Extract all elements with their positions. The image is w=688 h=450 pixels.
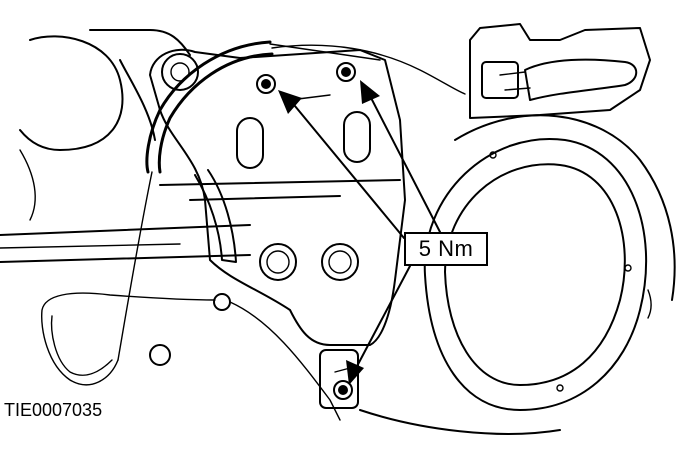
lower-left-boss [149,344,171,366]
cable-conduit-inner [157,52,274,174]
door-right-edge [454,114,676,301]
door-lower-sweep [359,409,561,435]
fastener-lower-core [338,385,348,395]
door-right-edge-lower [647,289,652,319]
round-hole-right-inner [328,250,352,274]
upper-left-boss [161,53,199,91]
bracket-rib-upper [159,179,401,186]
speaker-opening-inner [444,163,626,386]
left-crossbar-mid [0,243,181,249]
door-panel-outline [19,35,124,151]
cable-clip [213,293,231,311]
leader-line-upper-left [289,99,405,239]
fastener-upper-right-core [341,67,351,77]
mount-hole-right [624,264,632,272]
leader-line-upper-right [367,91,441,233]
handle-cable-clip [481,61,519,99]
fastener-upper-left-core [261,79,271,89]
arrowhead-upper-left [278,90,302,114]
left-edge-hook [19,149,36,221]
cable-wire-upper [269,43,381,61]
cable-wire-to-handle [271,44,466,95]
figure-reference-code: TIE0007035 [4,400,103,420]
slot-left [236,117,264,169]
mount-hole-top [489,151,497,159]
arrowhead-lower [346,360,364,385]
arrowhead-upper-right [360,80,380,104]
upper-left-boss-inner [170,62,190,82]
cable-loop [41,292,216,386]
left-crossbar-upper [0,224,251,236]
torque-label: 5 Nm [418,236,474,261]
round-hole-left-inner [266,250,290,274]
mount-hole-bottom [556,384,564,392]
cable-drop [117,171,153,361]
cable-conduit-outer [145,40,272,174]
handle-housing [469,23,651,119]
slot-right [343,111,371,163]
round-hole-right [321,243,359,281]
lower-fastener-pad [319,349,359,409]
cable-loop-inner [50,315,113,376]
bracket-plate [149,48,406,346]
speaker-opening-outer [423,137,648,411]
bracket-channel [194,169,237,263]
torque-callout-box: 5 Nm [404,232,488,266]
round-hole-left [259,243,297,281]
leader-line-lower [354,265,411,371]
handle-lever [524,58,638,101]
bracket-rib-lower [189,195,341,201]
cable-to-lower-right [229,301,341,421]
left-crossbar-lower [0,254,251,263]
